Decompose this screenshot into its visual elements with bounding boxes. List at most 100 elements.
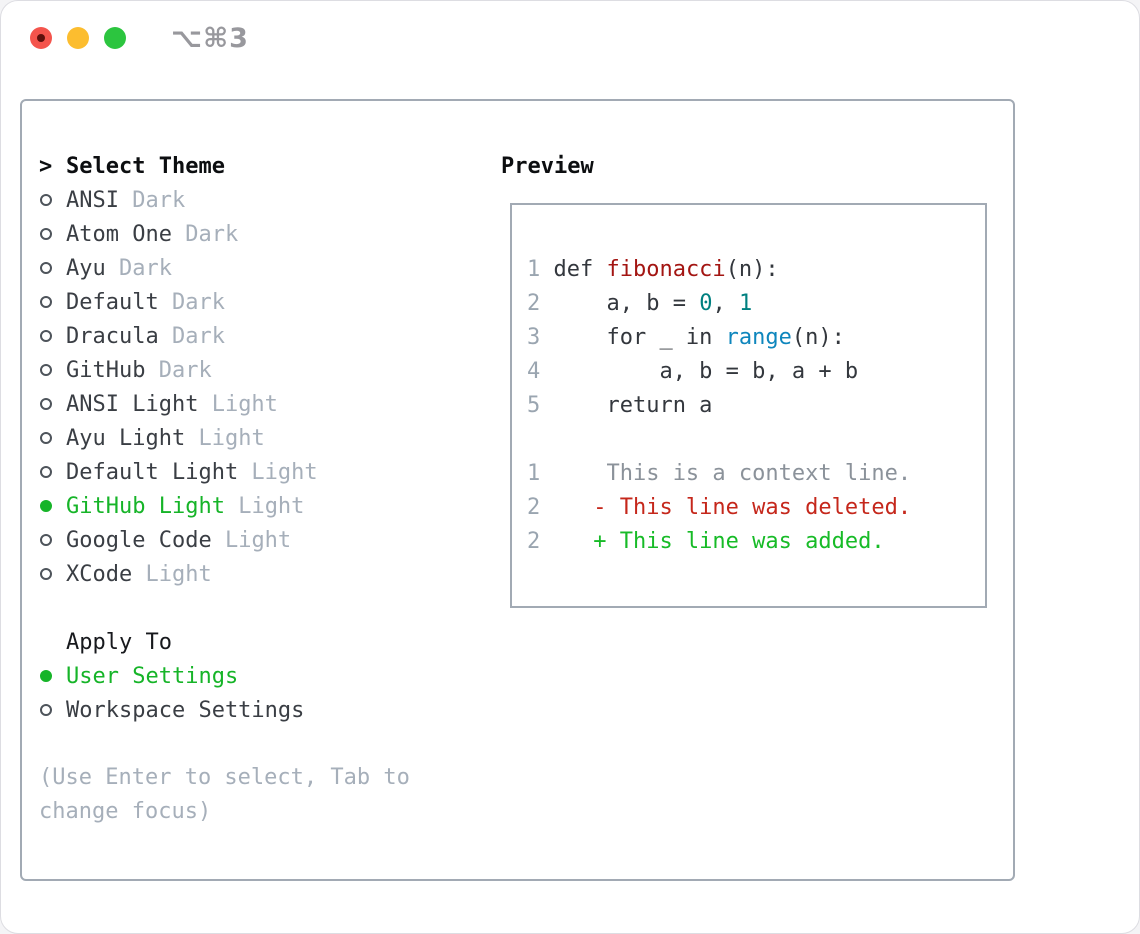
preview-title: Preview bbox=[501, 153, 594, 179]
radio-icon bbox=[39, 534, 66, 546]
radio-dot bbox=[40, 194, 52, 206]
theme-item[interactable]: GitHub Dark bbox=[39, 353, 423, 387]
code-token-plain: (n): bbox=[725, 256, 779, 282]
radio-dot bbox=[40, 364, 52, 376]
apply-to-option[interactable]: User Settings bbox=[39, 659, 423, 693]
theme-item[interactable]: ANSI Light Light bbox=[39, 387, 423, 421]
code-token-function: fibonacci bbox=[606, 256, 726, 282]
radio-icon bbox=[39, 330, 66, 342]
radio-dot bbox=[40, 534, 52, 546]
cursor-slot: > bbox=[39, 154, 66, 179]
select-theme-title: Select Theme bbox=[66, 153, 225, 179]
theme-item-variant: Dark bbox=[118, 187, 186, 213]
radio-dot bbox=[40, 262, 52, 274]
code-token-builtin: range bbox=[725, 324, 792, 350]
radio-icon bbox=[39, 228, 66, 240]
radio-dot bbox=[40, 398, 52, 410]
line-number: 4 bbox=[527, 358, 541, 384]
theme-item-name: XCode bbox=[66, 561, 133, 587]
radio-dot bbox=[40, 330, 52, 342]
theme-item-variant: Dark bbox=[158, 289, 225, 315]
theme-item-name: ANSI Light bbox=[66, 391, 199, 417]
line-number: 1 bbox=[527, 256, 541, 282]
radio-icon bbox=[39, 296, 66, 308]
theme-item[interactable]: Ayu Light Light bbox=[39, 421, 423, 455]
theme-item-variant: Dark bbox=[158, 323, 225, 349]
radio-selected-icon bbox=[39, 500, 66, 512]
theme-item[interactable]: Google Code Light bbox=[39, 523, 423, 557]
code-line: 2 a, b = 0, 1 bbox=[527, 286, 985, 320]
code-token-plain: a, b = b, a + b bbox=[553, 358, 859, 384]
code-line: 4 a, b = b, a + b bbox=[527, 354, 985, 388]
code-token-plain: a, b = bbox=[553, 290, 700, 316]
minimize-button[interactable] bbox=[67, 27, 89, 49]
keyboard-hint: (Use Enter to select, Tab to change focu… bbox=[39, 765, 424, 824]
theme-item-name: GitHub Light bbox=[66, 493, 225, 519]
theme-item[interactable]: Dracula Dark bbox=[39, 319, 423, 353]
theme-item[interactable]: Ayu Dark bbox=[39, 251, 423, 285]
code-token-plain: def bbox=[553, 256, 607, 282]
line-number: 1 bbox=[527, 460, 541, 486]
code-line bbox=[527, 422, 985, 456]
theme-item[interactable]: ANSI Dark bbox=[39, 183, 423, 217]
radio-icon bbox=[39, 466, 66, 478]
radio-icon bbox=[39, 704, 66, 716]
radio-icon bbox=[39, 568, 66, 580]
radio-icon bbox=[39, 194, 66, 206]
code-token-plain: , bbox=[712, 290, 739, 316]
theme-item-name: Dracula bbox=[66, 323, 159, 349]
code-token-deleted: - This line was deleted. bbox=[553, 494, 912, 520]
code-line: 2 - This line was deleted. bbox=[527, 490, 985, 524]
window-title: ⌥⌘3 bbox=[171, 23, 249, 54]
radio-dot bbox=[40, 568, 52, 580]
theme-item[interactable]: Atom One Dark bbox=[39, 217, 423, 251]
radio-icon bbox=[39, 432, 66, 444]
theme-item-name: Default Light bbox=[66, 459, 239, 485]
theme-item-name: GitHub bbox=[66, 357, 146, 383]
theme-item-variant: Dark bbox=[145, 357, 212, 383]
theme-item-name: Ayu Light bbox=[66, 425, 186, 451]
code-line: 1 def fibonacci(n): bbox=[527, 252, 985, 286]
radio-dot bbox=[40, 704, 52, 716]
theme-item[interactable]: Default Dark bbox=[39, 285, 423, 319]
theme-item-variant: Light bbox=[132, 561, 212, 587]
radio-dot bbox=[40, 296, 52, 308]
theme-item-variant: Light bbox=[185, 425, 265, 451]
code-token-plain: return a bbox=[553, 392, 713, 418]
theme-item-variant: Light bbox=[198, 391, 278, 417]
code-line: 1 This is a context line. bbox=[527, 456, 985, 490]
code-token-plain: (n): bbox=[791, 324, 845, 350]
close-button[interactable] bbox=[30, 27, 52, 49]
code-token-number: 1 bbox=[738, 290, 753, 316]
select-theme-header: > Select Theme bbox=[39, 149, 423, 183]
theme-item[interactable]: XCode Light bbox=[39, 557, 423, 591]
apply-to-title: Apply To bbox=[66, 629, 172, 655]
theme-item[interactable]: Default Light Light bbox=[39, 455, 423, 489]
apply-to-option-label: User Settings bbox=[66, 663, 239, 689]
radio-dot bbox=[40, 432, 52, 444]
theme-item-name: Atom One bbox=[66, 221, 172, 247]
line-number: 5 bbox=[527, 392, 541, 418]
apply-to-header: Apply To bbox=[39, 625, 423, 659]
theme-item-name: Ayu bbox=[66, 255, 106, 281]
code-line: 3 for _ in range(n): bbox=[527, 320, 985, 354]
traffic-lights bbox=[30, 27, 126, 49]
zoom-button[interactable] bbox=[104, 27, 126, 49]
apply-to-option-label: Workspace Settings bbox=[66, 697, 305, 723]
window-titlebar: ⌥⌘3 bbox=[1, 1, 1139, 75]
theme-item[interactable]: GitHub Light Light bbox=[39, 489, 423, 523]
line-number: 2 bbox=[527, 494, 541, 520]
code-token-added: + This line was added. bbox=[553, 528, 885, 554]
cursor-icon: > bbox=[39, 153, 53, 179]
radio-icon bbox=[39, 364, 66, 376]
radio-icon bbox=[39, 398, 66, 410]
theme-item-variant: Light bbox=[211, 527, 292, 553]
apply-to-option[interactable]: Workspace Settings bbox=[39, 693, 423, 727]
radio-dot bbox=[40, 670, 52, 682]
code-token-context: This is a context line. bbox=[553, 460, 912, 486]
radio-dot bbox=[40, 466, 52, 478]
